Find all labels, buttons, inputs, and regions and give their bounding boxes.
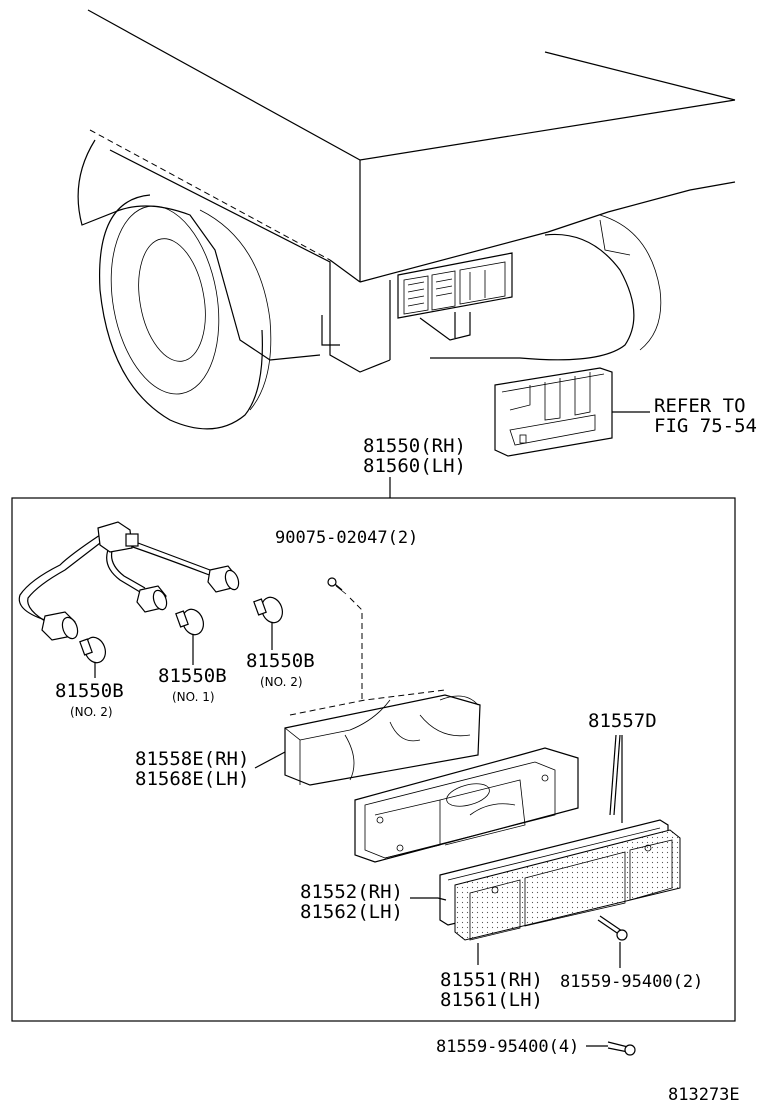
assembly-rh-label: 81550(RH) [363,435,466,457]
bulb-mid-note: (NO. 1) [172,690,215,704]
assembly-box [11,497,736,1022]
wiring-harness [18,521,240,641]
screw-top [327,577,347,595]
bulb-left [79,636,106,678]
bulb-left-note: (NO. 2) [70,705,113,719]
housing-lh-label: 81568E(LH) [135,768,249,790]
screw-lens-label: 81559-95400(2) [560,972,703,992]
lens-inner-lh-label: 81562(LH) [300,901,403,923]
tire-left [98,194,272,430]
assembly-lh-label: 81560(LH) [363,455,466,477]
screw-lens [597,915,628,941]
tire-right [430,214,662,361]
lens-inner-rh-label: 81552(RH) [300,881,403,903]
refer-label-line1: REFER TO [654,395,746,417]
lamp-body [354,747,579,863]
vehicle-illustration [77,9,736,430]
screw-bottom-label: 81559-95400(4) [436,1037,579,1057]
lens-outer [454,829,681,941]
screw-bottom [607,1041,636,1056]
bulb-mid-label: 81550B [158,665,227,687]
housing-rh-label: 81558E(RH) [135,748,249,770]
lens-rh-label: 81551(RH) [440,969,543,991]
gasket-label: 81557D [588,710,657,732]
bulb-right [253,596,283,650]
lamp-housing [284,689,481,786]
rear-lamp-on-vehicle [397,252,513,341]
figure-code: 813273E [668,1085,740,1105]
lens-lh-label: 81561(LH) [440,989,543,1011]
bulb-mid [175,608,204,665]
gasket [609,734,621,816]
bulb-right-note: (NO. 2) [260,675,303,689]
screw-top-label: 90075-02047(2) [275,528,418,548]
bulb-right-label: 81550B [246,650,315,672]
refer-label-line2: FIG 75-54 [654,415,757,437]
license-bracket [494,367,650,457]
bulb-left-label: 81550B [55,680,124,702]
